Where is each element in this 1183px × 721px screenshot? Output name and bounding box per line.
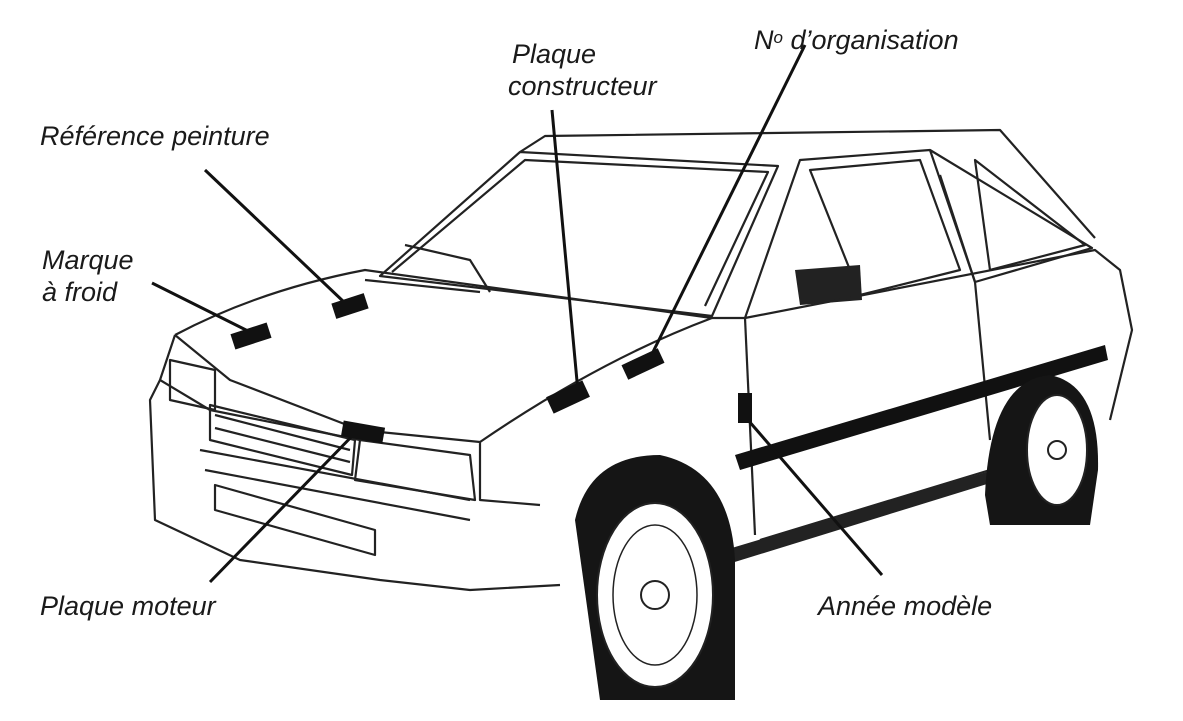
label-reference-peinture: Référence peinture <box>40 121 270 151</box>
label-line-2: constructeur <box>508 71 657 101</box>
label-plaque-constructeur: Plaque constructeur <box>508 38 657 102</box>
label-no-organisation: No d’organisation <box>754 22 959 56</box>
leader-plaque-moteur <box>208 420 386 584</box>
label-annee-modele: Année modèle <box>818 591 993 621</box>
label-plaque-moteur: Plaque moteur <box>40 591 216 621</box>
no-superscript: o <box>773 28 783 47</box>
car-outline <box>148 128 1134 700</box>
no-prefix: N <box>754 25 774 55</box>
organisation-text: d’organisation <box>782 25 959 55</box>
leader-reference-peinture <box>203 168 369 319</box>
label-line-1: Marque <box>42 245 134 275</box>
label-line-1: Plaque <box>512 39 597 69</box>
leader-annee-modele <box>738 393 884 576</box>
leader-no-organisation <box>621 44 807 380</box>
label-marque-a-froid: Marque à froid <box>42 244 134 308</box>
leader-plaque-constructeur <box>546 109 590 414</box>
leader-marque-a-froid <box>151 281 272 350</box>
label-line-2: à froid <box>42 277 118 307</box>
